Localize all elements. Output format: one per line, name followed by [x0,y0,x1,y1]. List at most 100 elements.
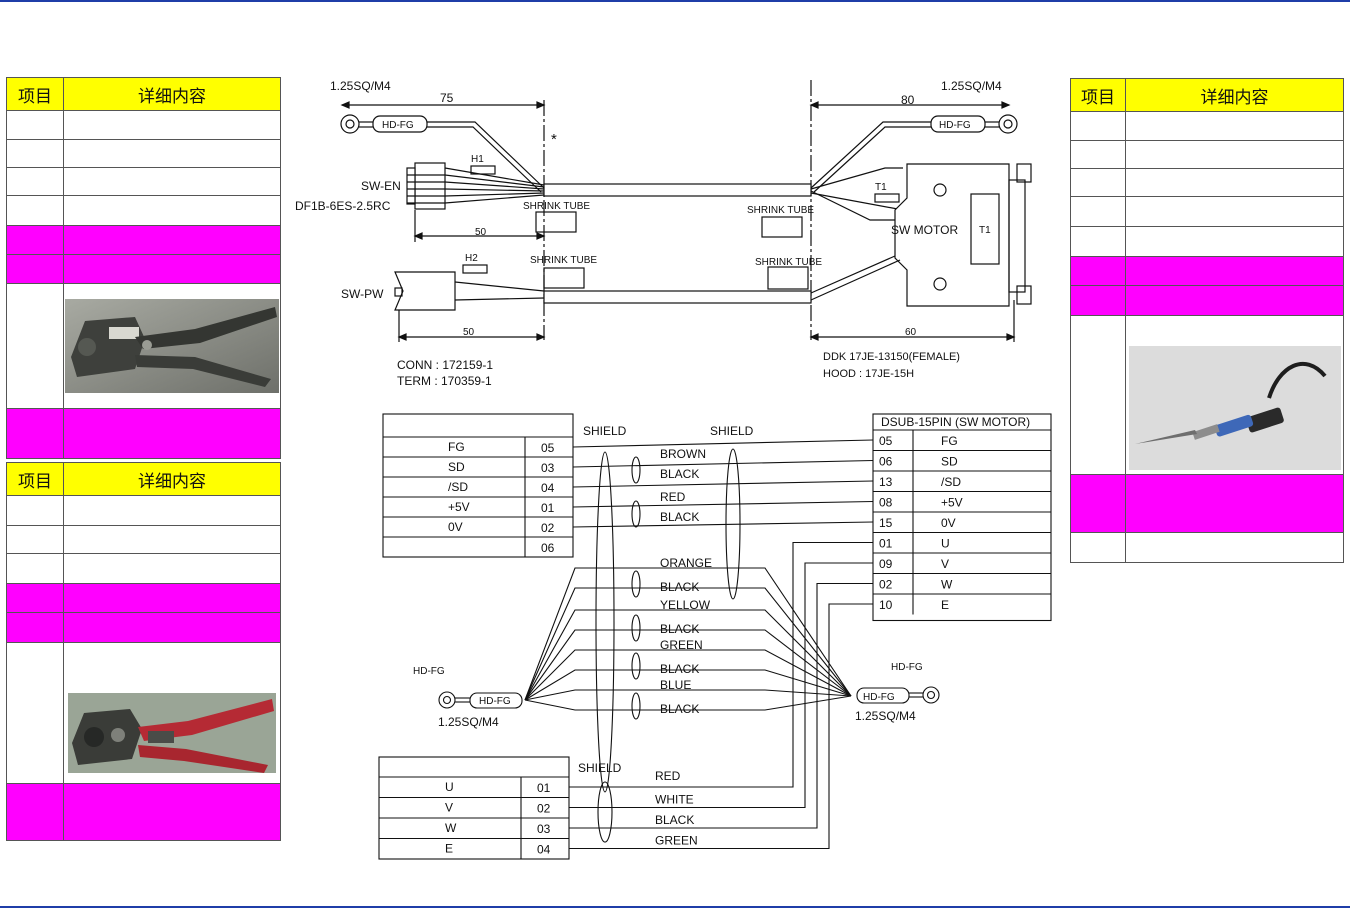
photo-cell [1125,315,1344,475]
lug-spec-left-bottom: 1.25SQ/M4 [438,715,499,729]
left-signal-label: +5V [448,500,470,514]
wire-color-label: BLACK [660,467,699,481]
table-cell [1125,140,1344,169]
table-cell [1125,226,1344,257]
bottom-signal-label: V [445,801,453,815]
right-signal-label: U [941,537,950,551]
right-pin-label: 02 [879,578,893,592]
t1-box-label: T1 [979,225,991,236]
table-cell [63,139,281,168]
bottom-pin-label: 02 [537,802,551,816]
wire-color-label: YELLOW [660,598,711,612]
table-cell [6,254,64,284]
phase-wire [569,562,873,809]
shrink-tube-3: SHRINK TUBE [530,255,597,266]
right-signal-label: 0V [941,516,956,530]
header-item: 项目 [6,77,64,111]
wire-color-label: RED [655,769,681,783]
table-cell [63,110,281,140]
shrink-tube-1: SHRINK TUBE [523,201,590,212]
table-cell [63,408,281,459]
shield-label-3: SHIELD [578,761,622,775]
lug-ring-right [922,686,940,704]
right-table-title: DSUB-15PIN (SW MOTOR) [881,415,1030,429]
wire-color-label: WHITE [655,793,694,807]
dim-50-a: 50 [475,227,487,238]
motor-wire [524,629,852,701]
signal-wire [572,521,874,528]
table-cell [6,525,64,554]
motor-wire [524,567,852,701]
table-cell [1070,315,1126,475]
table-cell [6,167,64,196]
table-cell [6,783,64,841]
twist-ellipse [631,570,641,598]
table-cell [1125,196,1344,227]
right-pin-label: 09 [879,557,893,571]
signal-wire [572,480,874,488]
table-cell [6,225,64,255]
right-pin-label: 01 [879,537,893,551]
lug-barrel-left [469,692,523,709]
bottom-rule [0,906,1350,908]
wire-color-label: BLACK [660,580,699,594]
hdfg-label-left: HD-FG [479,696,511,707]
left-spec-table-1: 项目详细内容 [6,77,281,459]
motor-wire [524,689,852,701]
table-cell [63,254,281,284]
wire-color-label: BLACK [660,622,699,636]
right-signal-label: E [941,598,949,612]
df1b-label: DF1B-6ES-2.5RC [295,199,391,213]
table-cell [63,553,281,584]
left-pin-label: 01 [541,501,555,515]
shrink-tube-2: SHRINK TUBE [747,205,814,216]
signal-wire [572,459,874,468]
wire-color-label: BROWN [660,447,706,461]
twist-ellipse [631,652,641,680]
bottom-signal-label: E [445,842,453,856]
table-cell [6,612,64,643]
lug-ring-right-hole [926,690,936,700]
dim-50-b: 50 [463,327,475,338]
right-pin-label: 15 [879,516,893,530]
dim-60: 60 [905,327,917,338]
crimp-tool-red-photo [68,693,276,773]
table-cell [1070,196,1126,227]
phase-wire [569,582,873,829]
table-cell [6,553,64,584]
bottom-pin-label: 04 [537,843,551,857]
header-detail: 详细内容 [63,77,281,111]
left-spec-table-2: 项目详细内容 [6,462,281,841]
dim-80: 80 [901,93,915,107]
twist-ellipse [631,500,641,528]
right-signal-label: FG [941,434,958,448]
phase-wire [569,603,873,850]
table-cell [6,642,64,784]
bottom-signal-label: U [445,780,454,794]
h2-label: H2 [465,253,478,264]
table-cell [63,167,281,196]
table-cell [1125,474,1344,533]
wire-color-label: RED [660,490,686,504]
shield-ellipse-left [595,451,615,793]
photo-cell [63,642,281,784]
table-cell [63,583,281,613]
bottom-signal-label: W [445,821,457,835]
wire-color-label: BLACK [660,662,699,676]
left-signal-label: FG [448,440,465,454]
header-detail: 详细内容 [63,462,281,496]
table-cell [1070,226,1126,257]
left-pin-label: 04 [541,481,555,495]
h1-label: H1 [471,154,484,165]
t1-small: T1 [875,182,887,193]
twist-ellipse [631,614,641,642]
right-pin-label: 08 [879,496,893,510]
table-cell [63,783,281,841]
wire-color-label: GREEN [655,834,698,848]
conn-label: CONN : 172159-1 [397,358,493,372]
photo-cell [63,283,281,409]
table-cell [6,495,64,526]
bottom-pin-label: 01 [537,781,551,795]
lug-ring-left-hole [442,695,452,705]
table-cell [6,283,64,409]
